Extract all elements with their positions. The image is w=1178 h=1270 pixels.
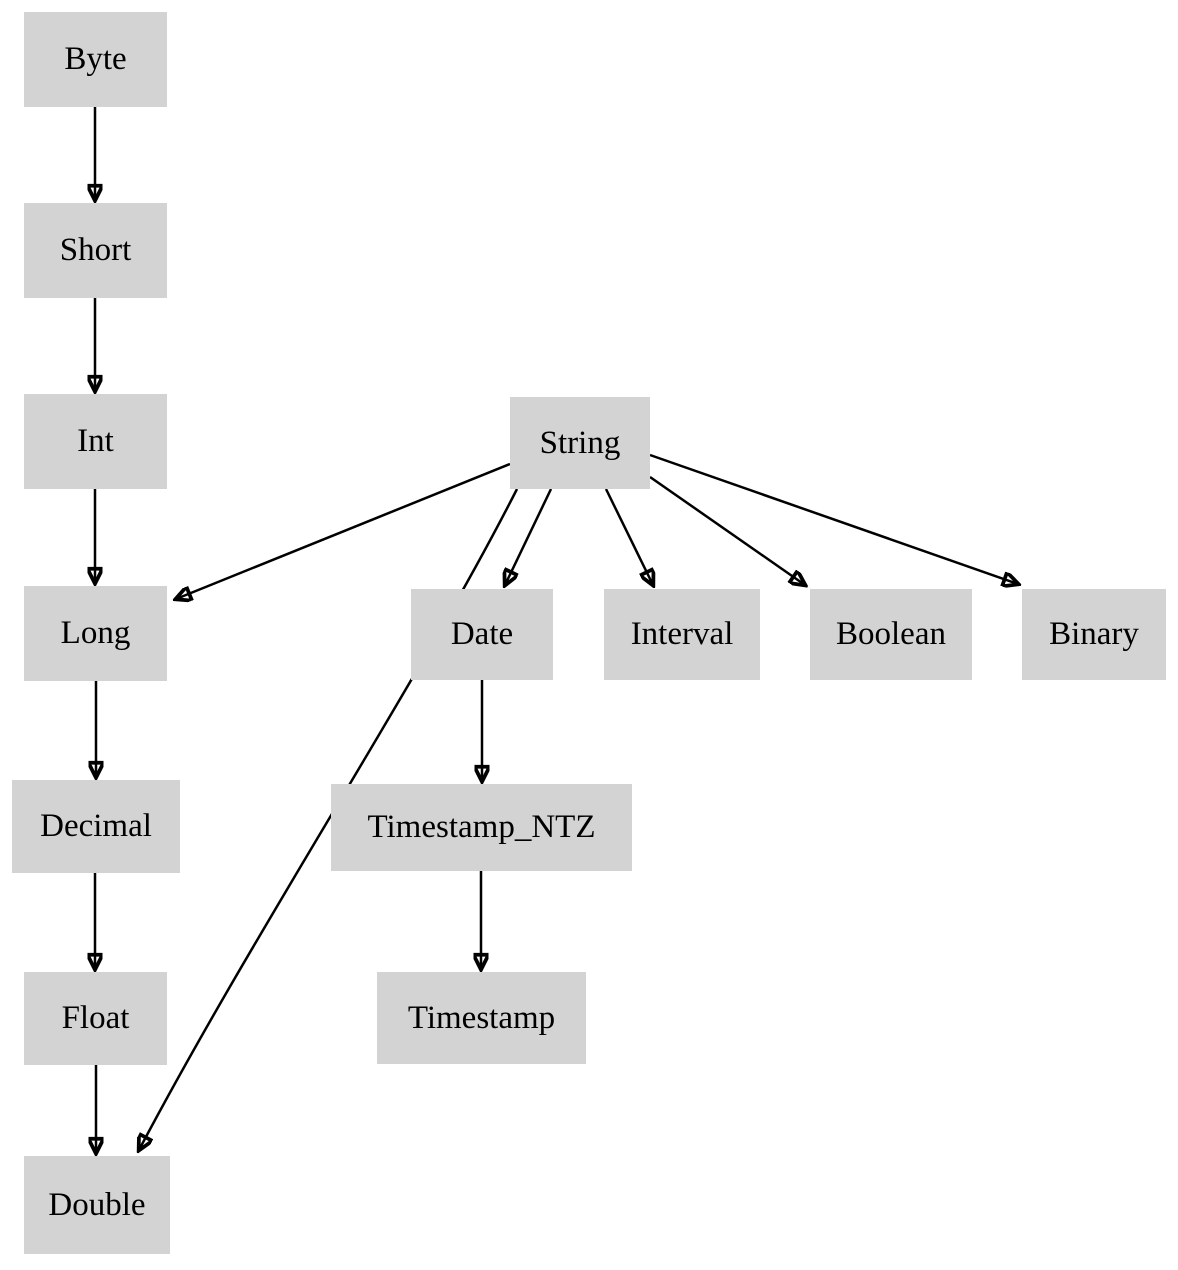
node-short: Short	[24, 203, 167, 298]
node-float: Float	[24, 972, 167, 1065]
arrow-string-long	[176, 462, 511, 599]
node-byte: Byte	[24, 12, 167, 107]
node-string: String	[510, 397, 650, 489]
arrow-string-binary	[649, 453, 1018, 584]
node-double: Double	[24, 1156, 170, 1254]
node-boolean: Boolean	[810, 589, 972, 680]
arrow-string-boolean	[649, 475, 805, 585]
node-int: Int	[24, 394, 167, 489]
arrow-string-date	[505, 488, 553, 585]
node-long: Long	[24, 586, 167, 681]
node-interval: Interval	[604, 589, 760, 680]
node-date: Date	[411, 589, 553, 680]
node-timestamp-ntz: Timestamp_NTZ	[331, 784, 632, 871]
node-timestamp: Timestamp	[377, 972, 586, 1064]
node-decimal: Decimal	[12, 780, 180, 873]
arrow-string-interval	[604, 488, 653, 585]
node-binary: Binary	[1022, 589, 1166, 680]
